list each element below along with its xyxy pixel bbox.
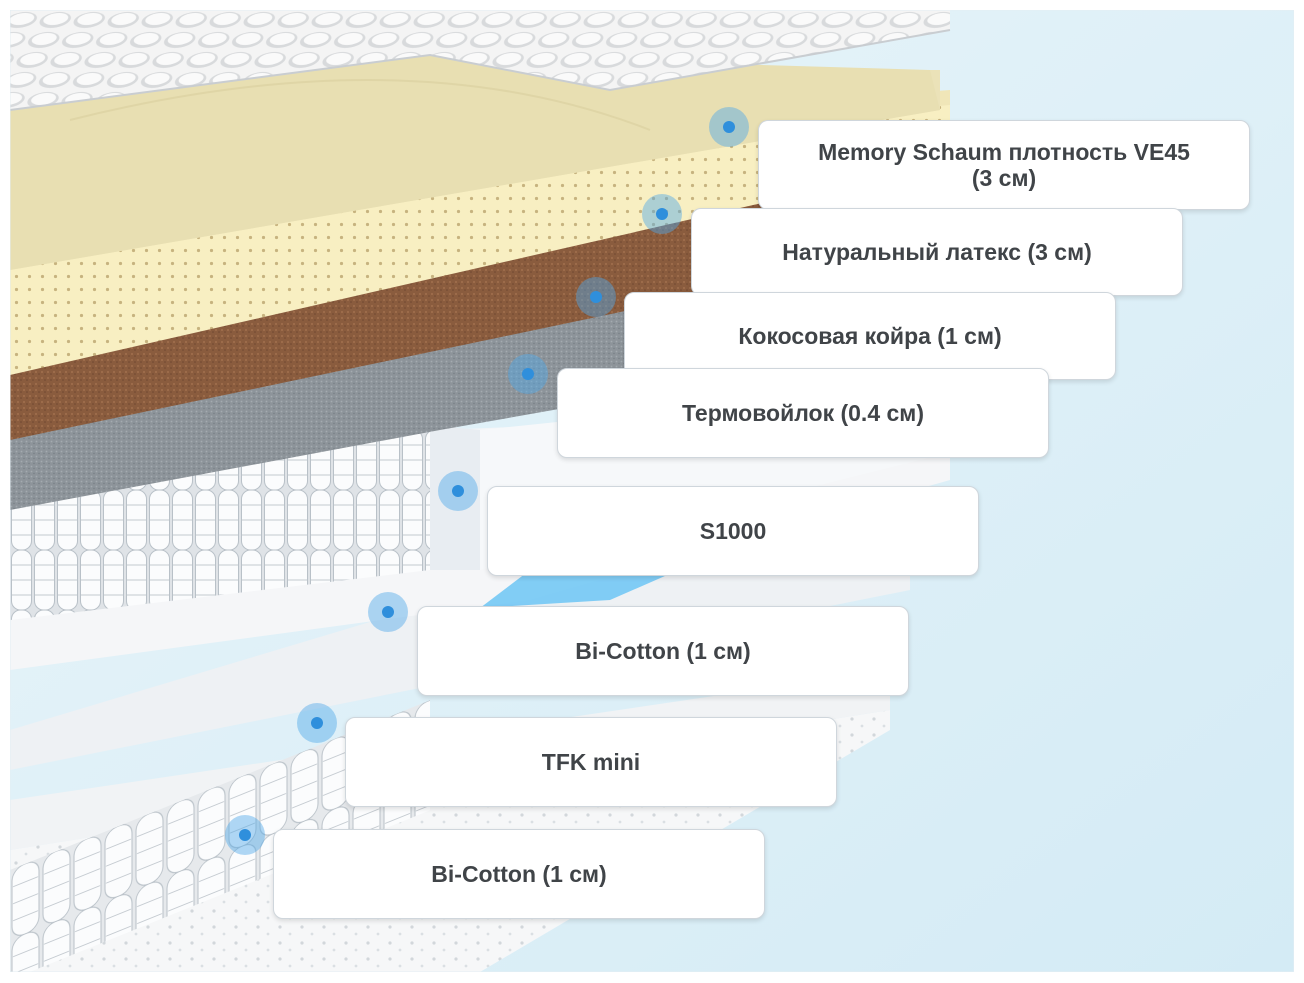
mattress-diagram: Memory Schaum плотность VE45 (3 см) Нату…: [10, 10, 1294, 972]
layer-memory-foam-curve: [69, 79, 651, 131]
label-bi-cotton-top: Bi-Cotton (1 см): [417, 606, 909, 696]
layer-tfk-springs: [10, 700, 430, 972]
label-s1000: S1000: [487, 486, 979, 576]
layer-s1000-front: [10, 425, 430, 620]
layer-s1000-cut: [430, 425, 480, 570]
layer-quilted-cover: [10, 10, 950, 110]
dot-marker-icon[interactable]: [296, 702, 338, 744]
dot-marker-icon[interactable]: [224, 814, 266, 856]
label-bi-cotton-bottom: Bi-Cotton (1 см): [273, 829, 765, 919]
dot-marker-icon[interactable]: [367, 591, 409, 633]
dot-marker-icon[interactable]: [437, 470, 479, 512]
label-tfk-mini: TFK mini: [345, 717, 837, 807]
layer-memory-foam-shade: [10, 55, 940, 270]
label-memory-foam: Memory Schaum плотность VE45 (3 см): [758, 120, 1250, 210]
label-felt: Термовойлок (0.4 см): [557, 368, 1049, 458]
label-coconut: Кокосовая койра (1 см): [624, 292, 1116, 380]
dot-marker-icon[interactable]: [575, 276, 617, 318]
dot-marker-icon[interactable]: [507, 353, 549, 395]
dot-marker-icon[interactable]: [641, 193, 683, 235]
label-latex: Натуральный латекс (3 см): [691, 208, 1183, 296]
dot-marker-icon[interactable]: [708, 106, 750, 148]
